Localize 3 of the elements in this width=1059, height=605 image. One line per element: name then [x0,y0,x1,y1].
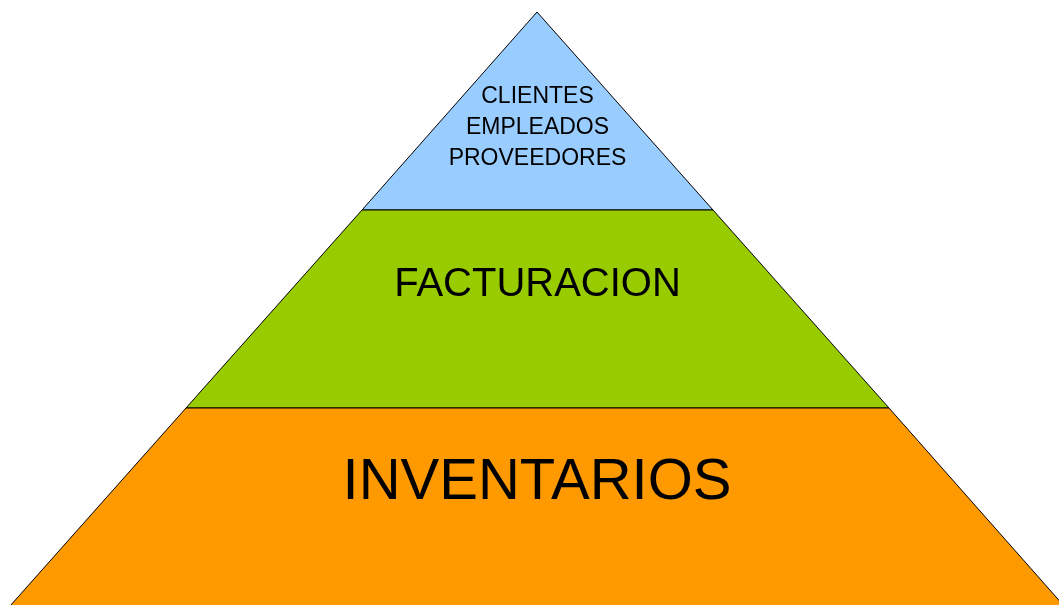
tier-label: FACTURACION [394,259,681,306]
tier-label: INVENTARIOS [342,445,732,513]
tier-label: CLIENTES EMPLEADOS PROVEEDORES [448,81,627,173]
